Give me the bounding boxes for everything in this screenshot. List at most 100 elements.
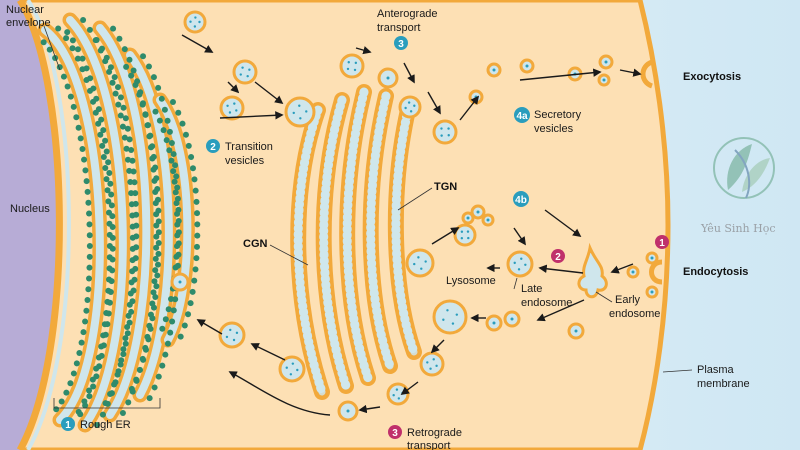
transition-label-line1: Transition bbox=[225, 141, 273, 153]
ribosome bbox=[174, 221, 181, 228]
ribosome bbox=[102, 165, 109, 172]
transport-arrow bbox=[430, 339, 445, 354]
ribosome bbox=[151, 384, 158, 391]
ribosome bbox=[82, 402, 89, 409]
ribosome bbox=[158, 95, 165, 102]
er-lumen-3 bbox=[96, 24, 151, 419]
ribosome bbox=[136, 366, 143, 373]
ribosome bbox=[164, 117, 171, 124]
badge-rough-er bbox=[61, 417, 75, 431]
badge-anterograde bbox=[394, 36, 408, 50]
ribosome bbox=[181, 322, 188, 329]
badge-endocytosis bbox=[655, 235, 669, 249]
ribosome bbox=[133, 233, 140, 240]
ribosome bbox=[105, 198, 112, 205]
cargo-dot bbox=[492, 321, 496, 325]
ribosome bbox=[93, 95, 100, 102]
plasma-membrane-label-line1: Plasma bbox=[697, 364, 735, 376]
ribosome bbox=[155, 373, 162, 380]
ribosome bbox=[154, 185, 161, 192]
ribosome bbox=[192, 187, 199, 194]
cargo-dot bbox=[395, 388, 399, 391]
ribosome bbox=[133, 376, 140, 383]
cargo-dot bbox=[233, 102, 236, 105]
ribosome bbox=[126, 56, 133, 63]
ribosome bbox=[154, 272, 161, 279]
ribosome bbox=[99, 142, 106, 149]
ribosome bbox=[152, 164, 159, 171]
ribosome bbox=[169, 318, 176, 325]
ribosome bbox=[164, 340, 171, 347]
cargo-dot bbox=[486, 218, 490, 222]
cargo-dot bbox=[466, 230, 470, 233]
ribosome bbox=[171, 178, 178, 185]
cargo-dot bbox=[442, 318, 445, 321]
transport-arrow bbox=[250, 343, 286, 361]
er-lumen-4 bbox=[126, 51, 173, 399]
ribosome bbox=[149, 315, 156, 322]
cargo-dot bbox=[407, 101, 411, 104]
vesicle bbox=[386, 382, 410, 406]
ribosome bbox=[100, 342, 107, 349]
ribosome bbox=[75, 124, 82, 131]
ribosome bbox=[104, 187, 111, 194]
secretory-label-line1: Secretory bbox=[534, 109, 582, 121]
ribosome bbox=[172, 264, 179, 271]
badge-anterograde-text: 3 bbox=[398, 39, 404, 50]
ribosome bbox=[154, 196, 161, 203]
retrograde-label-line1: Retrograde bbox=[407, 427, 462, 439]
cargo-dot bbox=[194, 16, 197, 19]
ribosome bbox=[117, 112, 124, 119]
transport-arrow bbox=[519, 68, 602, 81]
badge-transition-text: 2 bbox=[210, 142, 216, 153]
ribosome bbox=[64, 83, 71, 90]
cargo-dot bbox=[451, 322, 455, 325]
ribosome bbox=[103, 176, 110, 183]
ribosome bbox=[110, 25, 117, 32]
cargo-dot bbox=[460, 230, 464, 233]
late-endosome-label-line2: endosome bbox=[521, 297, 572, 309]
ribosome bbox=[122, 340, 129, 347]
ribosome bbox=[79, 55, 86, 62]
ribosome bbox=[103, 54, 110, 61]
ribosome bbox=[102, 137, 109, 144]
ribosome bbox=[46, 46, 53, 53]
vesicle bbox=[284, 96, 316, 128]
cargo-dot bbox=[466, 216, 470, 220]
ribosome bbox=[147, 132, 154, 139]
ribosome bbox=[128, 385, 135, 392]
transport-arrow bbox=[358, 404, 381, 414]
ribosome bbox=[86, 221, 93, 228]
ribosome bbox=[124, 330, 131, 337]
ribosome bbox=[108, 202, 115, 209]
cargo-dot bbox=[447, 127, 450, 130]
ribosome bbox=[87, 75, 94, 82]
vesicle bbox=[419, 351, 445, 377]
ribosome bbox=[86, 264, 93, 271]
cargo-dot bbox=[602, 78, 606, 82]
ribosome bbox=[128, 147, 135, 154]
ribosome bbox=[124, 156, 131, 163]
ribosome bbox=[95, 106, 102, 113]
vesicles bbox=[170, 10, 659, 422]
transport-arrow bbox=[619, 68, 642, 77]
ribosome bbox=[100, 127, 107, 134]
badge-4b-text: 4b bbox=[515, 195, 527, 206]
cargo-dot bbox=[289, 373, 293, 376]
badge-late-endosome-text: 2 bbox=[555, 252, 561, 263]
vesicle bbox=[218, 321, 246, 349]
ribosome bbox=[98, 116, 105, 123]
ribosome bbox=[191, 176, 198, 183]
cargo-dot bbox=[193, 25, 197, 28]
ribosome bbox=[105, 159, 112, 166]
endocytosis-pit bbox=[649, 259, 663, 285]
ribosome bbox=[192, 266, 199, 273]
transport-arrow bbox=[227, 81, 240, 94]
cargo-dot bbox=[413, 262, 416, 266]
ribosome bbox=[133, 211, 140, 218]
ribosome bbox=[128, 72, 135, 79]
nuclear-envelope-label-line2: envelope bbox=[6, 17, 51, 29]
golgi-lumen-fill-2 bbox=[320, 96, 350, 390]
ribosome bbox=[109, 234, 116, 241]
ribosome bbox=[90, 85, 97, 92]
